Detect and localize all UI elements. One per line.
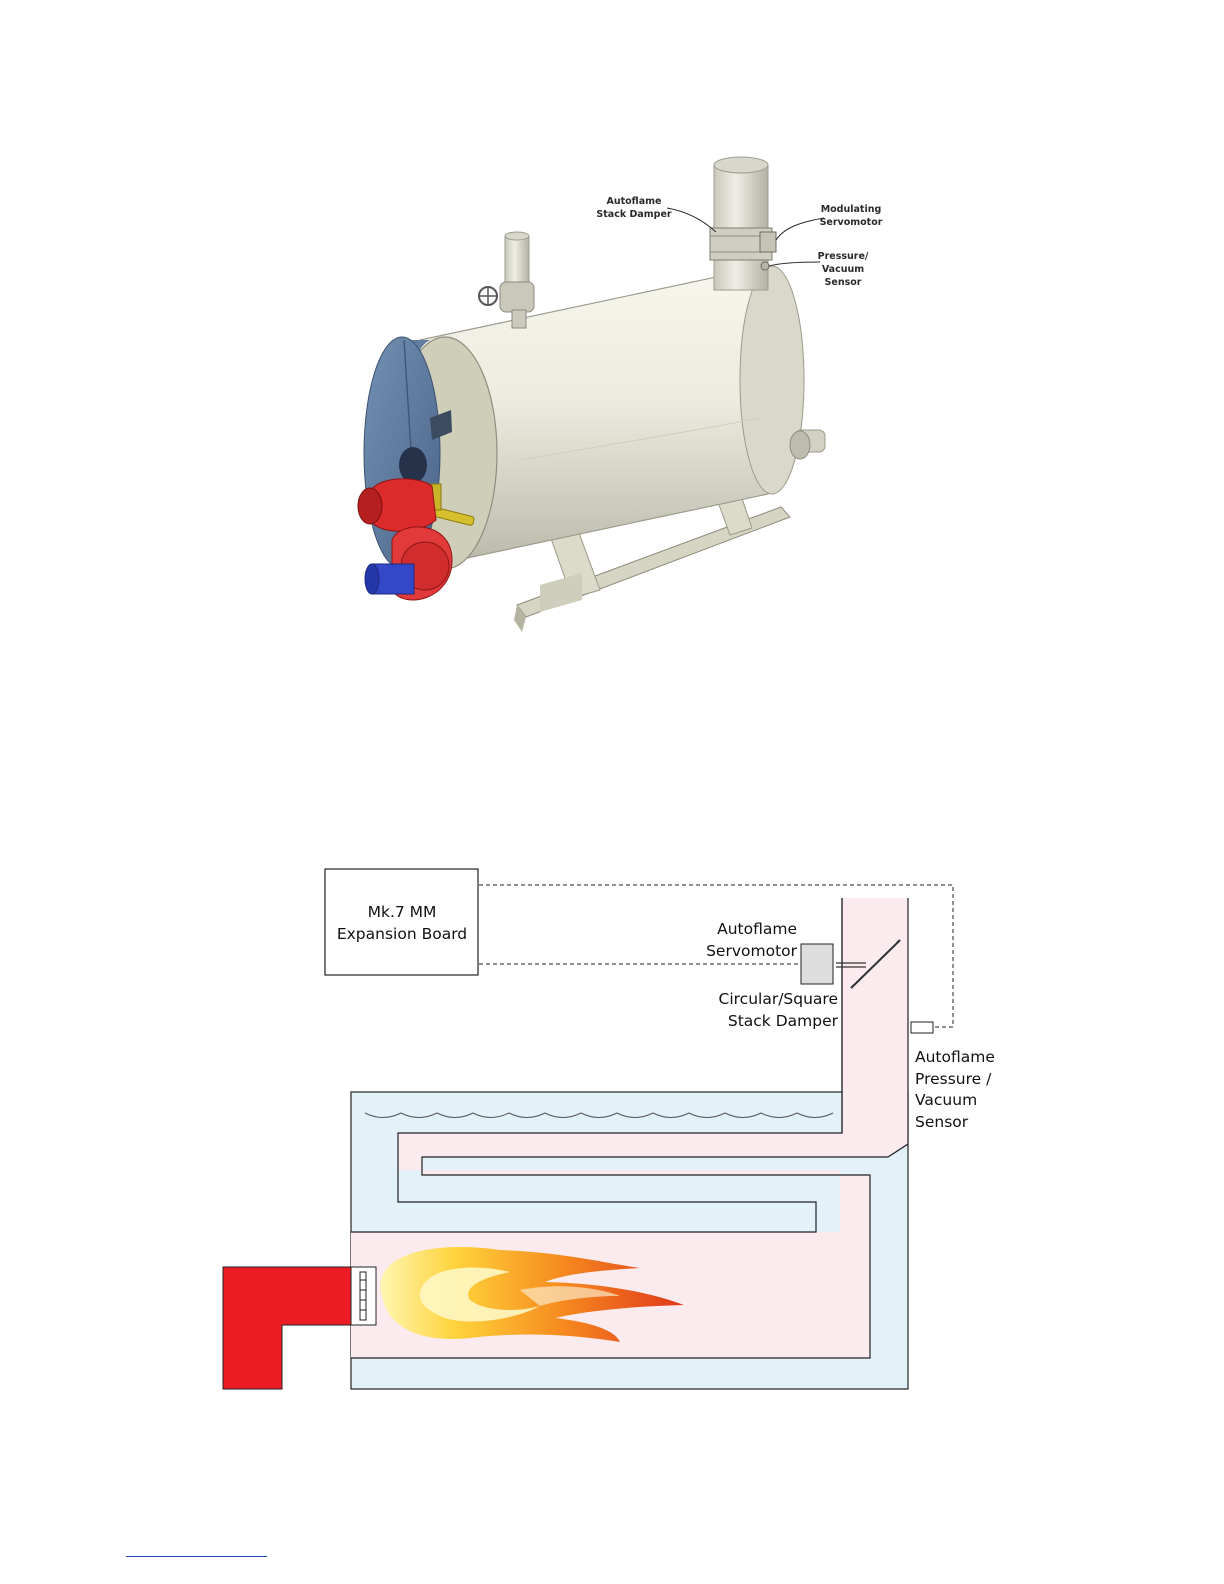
servomotor-box	[801, 944, 833, 984]
svg-text:Stack Damper: Stack Damper	[728, 1012, 839, 1030]
svg-text:Pressure/: Pressure/	[818, 251, 869, 262]
pressure-sensor-box	[911, 1022, 933, 1033]
label-servomotor: Autoflame	[717, 920, 797, 938]
svg-text:Stack Damper: Stack Damper	[596, 209, 671, 220]
footer-rule	[126, 1556, 267, 1557]
rear-nozzles	[790, 430, 825, 459]
svg-text:Servomotor: Servomotor	[820, 217, 883, 228]
callout-stack-damper: Autoflame Stack Damper	[596, 196, 716, 232]
svg-text:Autoflame: Autoflame	[607, 196, 662, 207]
svg-text:Vacuum: Vacuum	[915, 1091, 977, 1109]
svg-text:Sensor: Sensor	[915, 1113, 969, 1131]
svg-text:Expansion Board: Expansion Board	[337, 925, 467, 943]
svg-text:Servomotor: Servomotor	[706, 942, 798, 960]
svg-text:Modulating: Modulating	[821, 204, 882, 215]
boiler-illustration	[358, 157, 825, 632]
burner-head	[351, 1267, 376, 1325]
svg-text:Vacuum: Vacuum	[822, 264, 864, 275]
svg-text:Pressure /: Pressure /	[915, 1070, 992, 1088]
label-pressure-sensor: Autoflame	[915, 1048, 995, 1066]
callout-servomotor: Modulating Servomotor	[776, 204, 883, 240]
exhaust-stack	[710, 157, 776, 290]
label-stack-damper: Circular/Square	[719, 990, 838, 1008]
stack-pressure-sensor	[761, 262, 769, 270]
expansion-board-label: Mk.7 MM	[368, 903, 437, 921]
damper-servomotor	[760, 232, 776, 252]
svg-text:Sensor: Sensor	[825, 277, 862, 288]
expansion-board-box	[325, 869, 478, 975]
safety-valve	[479, 232, 534, 328]
